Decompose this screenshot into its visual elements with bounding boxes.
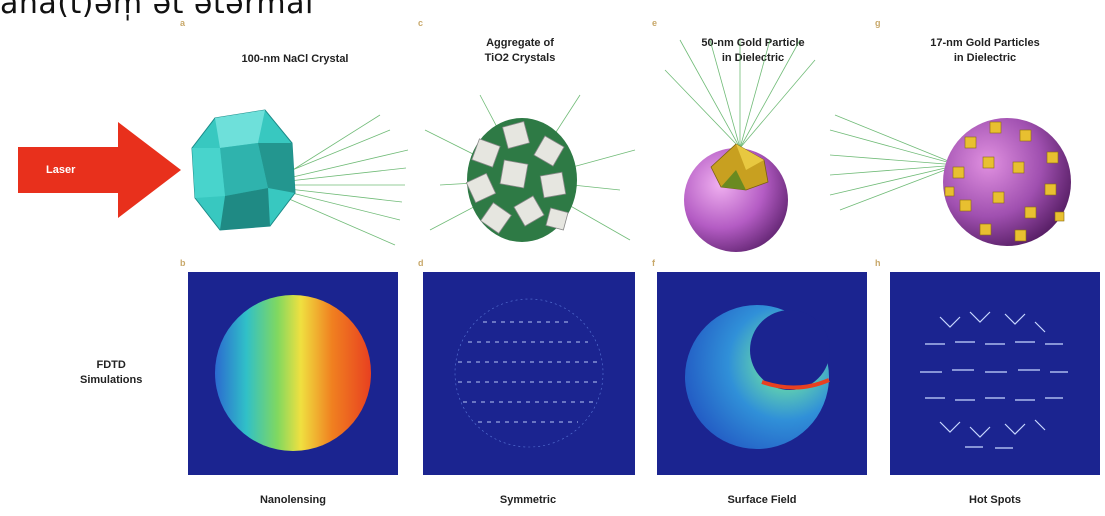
- tio2-aggregate: [465, 118, 577, 242]
- panel-title-a-line1: 100-nm NaCl Crystal: [241, 53, 349, 65]
- gold-particles-dielectric: [943, 118, 1071, 246]
- panel-title-c-line1: Aggregate of: [486, 37, 554, 49]
- laser-arrow: [18, 122, 181, 218]
- scattering-rays-a: [279, 114, 409, 246]
- panel-letter-c: c: [418, 18, 424, 28]
- panel-title-g: 17-nm Gold Particles in Dielectric: [890, 36, 1080, 66]
- simulation-surface-field: [657, 272, 867, 475]
- panel-letter-d: d: [418, 258, 424, 268]
- panel-title-a: 100-nm NaCl Crystal: [200, 52, 390, 67]
- nacl-crystal: [191, 109, 296, 231]
- panel-title-g-line1: 17-nm Gold Particles: [930, 37, 1040, 49]
- panel-title-e-line2: in Dielectric: [721, 52, 785, 64]
- side-label-line2: Simulations: [80, 374, 143, 386]
- gold-particle-dielectric: [684, 143, 788, 252]
- caption-nanolensing: Nanolensing: [259, 494, 326, 506]
- simulation-hot-spots: [890, 272, 1100, 475]
- panel-title-c-line2: TiO2 Crystals: [484, 52, 556, 64]
- simulation-symmetric: [423, 272, 635, 475]
- panel-title-g-line2: in Dielectric: [953, 52, 1017, 64]
- panel-letter-f: f: [652, 258, 655, 268]
- panel-title-e-line1: 50-nm Gold Particle: [701, 37, 805, 49]
- laser-label: Laser: [46, 164, 76, 176]
- scattering-rays-e: [664, 39, 816, 149]
- panel-title-c: Aggregate of TiO2 Crystals: [425, 36, 615, 66]
- side-label: FDTD Simulations: [80, 358, 142, 388]
- panel-letter-g: g: [875, 18, 881, 28]
- caption-hot-spots: Hot Spots: [969, 494, 1021, 506]
- scattering-rays-g: [829, 114, 959, 211]
- header-text: anā(t)əm̩ ət ətərmai: [0, 0, 314, 21]
- panel-letter-h: h: [875, 258, 881, 268]
- panel-letter-a: a: [180, 18, 186, 28]
- panel-title-e: 50-nm Gold Particle in Dielectric: [658, 36, 848, 66]
- panel-letter-e: e: [652, 18, 658, 28]
- caption-symmetric: Symmetric: [499, 494, 557, 506]
- side-label-line1: FDTD: [96, 359, 126, 371]
- simulation-nanolensing: [188, 272, 398, 475]
- panel-letter-b: b: [180, 258, 186, 268]
- caption-surface-field: Surface Field: [727, 494, 797, 506]
